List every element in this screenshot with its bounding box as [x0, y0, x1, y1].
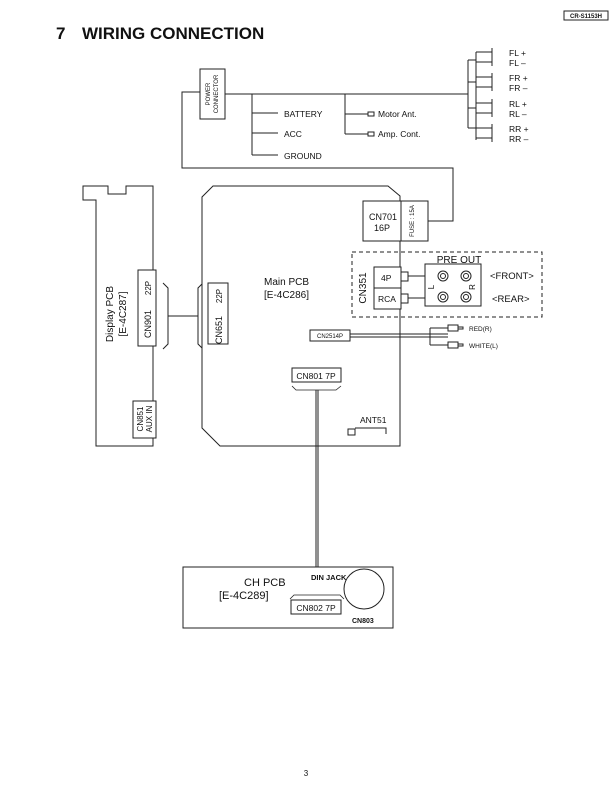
pre-out-jack-front-left — [437, 270, 449, 282]
ch-pcb-name: CH PCB — [244, 577, 286, 589]
ant51-label: ANT51 — [360, 415, 387, 425]
cn851-label: CN851 — [136, 406, 145, 431]
cn901-pins: 22P — [144, 281, 153, 295]
cn802-label: CN802 7P — [296, 603, 336, 613]
ground-label: GROUND — [284, 151, 322, 161]
pre-out-jack-rear-left — [437, 291, 449, 303]
main-pcb-part: [E-4C286] — [264, 290, 309, 301]
cn351-links — [400, 271, 425, 304]
cn2514-label: CN2514P — [317, 334, 343, 340]
speaker-fr-minus: FR – — [509, 83, 528, 93]
cn351-label: CN351 — [358, 272, 369, 304]
speaker-rl-plus: RL + — [509, 99, 527, 109]
speaker-rr-plus: RR + — [509, 124, 529, 134]
cn701-pins: 16P — [374, 223, 390, 233]
cn851-aux-label: AUX IN — [145, 405, 154, 432]
pre-out-panel: PRE OUT L R <FRONT> <REAR> — [351, 251, 543, 318]
ch-pcb-part: [E-4C289] — [219, 590, 269, 602]
display-pcb-part: [E-4C287] — [118, 291, 129, 336]
cable-cn801-cn802 — [315, 390, 319, 595]
motor-ant-label: Motor Ant. — [378, 109, 417, 119]
amp-cont-label: Amp. Cont. — [378, 129, 421, 139]
page-number: 3 — [304, 769, 309, 778]
pre-out-rear-label: <REAR> — [492, 294, 530, 305]
cn851-connector — [132, 400, 157, 439]
white-lead-label: WHITE(L) — [469, 343, 498, 350]
battery-label: BATTERY — [284, 109, 323, 119]
pre-out-jack-block — [424, 263, 482, 307]
pre-out-jack-rear-right — [460, 291, 472, 303]
cn651-connector — [207, 282, 229, 345]
cn351-rca: RCA — [378, 294, 396, 304]
din-jack — [343, 568, 385, 610]
cn802-connector — [290, 599, 342, 615]
cn701-connector — [362, 200, 429, 242]
white-plug — [447, 341, 459, 349]
ribbon-cn901-cn651 — [162, 282, 204, 350]
speaker-rr-minus: RR – — [509, 134, 529, 144]
cn2514-connector — [309, 329, 351, 342]
cn651-pins: 22P — [215, 289, 224, 303]
fuse-label: FUSE : 15A — [410, 205, 416, 237]
pre-out-right-label: R — [468, 284, 477, 290]
speaker-fr-plus: FR + — [509, 73, 528, 83]
display-pcb: Display PCB [E-4C287] CN901 22P CN851 AU… — [82, 185, 157, 447]
ch-pcb: CH PCB [E-4C289] DIN JACK CN802 7P CN803 — [182, 566, 394, 629]
acc-label: ACC — [284, 129, 302, 139]
pre-out-jack-front-right — [460, 270, 472, 282]
cn801-connector — [291, 367, 342, 383]
din-jack-label: DIN JACK — [311, 573, 347, 582]
cn651-label: CN651 — [214, 316, 224, 344]
speaker-fl-minus: FL – — [509, 58, 526, 68]
model-code-badge: CR-S1153H — [563, 10, 609, 21]
main-pcb-name: Main PCB — [264, 277, 309, 288]
model-code: CR-S1153H — [570, 14, 602, 20]
main-pcb: Main PCB [E-4C286] CN651 22P CN701 16P F… — [201, 185, 429, 447]
pre-out-title: PRE OUT — [437, 255, 481, 266]
ant51-connector — [347, 428, 356, 436]
power-connector-label-2: CONNECTOR — [214, 74, 220, 113]
red-lead-label: RED(R) — [469, 326, 492, 333]
red-plug — [447, 324, 459, 332]
power-connector: POWER CONNECTOR — [199, 68, 226, 120]
display-pcb-name: Display PCB — [105, 286, 116, 342]
power-harness — [181, 48, 493, 222]
cn701-label: CN701 — [369, 212, 397, 222]
section-number: 7 — [56, 24, 65, 43]
cn901-connector — [137, 269, 157, 347]
power-connector-label-1: POWER — [206, 82, 212, 105]
pre-out-left-label: L — [427, 284, 436, 289]
cn351-4p: 4P — [381, 273, 392, 283]
aux-leads — [350, 324, 464, 349]
cn801-label: CN801 7P — [296, 371, 336, 381]
cn901-label: CN901 — [143, 310, 153, 338]
section-title: WIRING CONNECTION — [82, 24, 264, 43]
speaker-rl-minus: RL – — [509, 109, 527, 119]
cn803-label: CN803 — [352, 618, 374, 625]
speaker-fl-plus: FL + — [509, 48, 526, 58]
pre-out-front-label: <FRONT> — [490, 271, 534, 282]
